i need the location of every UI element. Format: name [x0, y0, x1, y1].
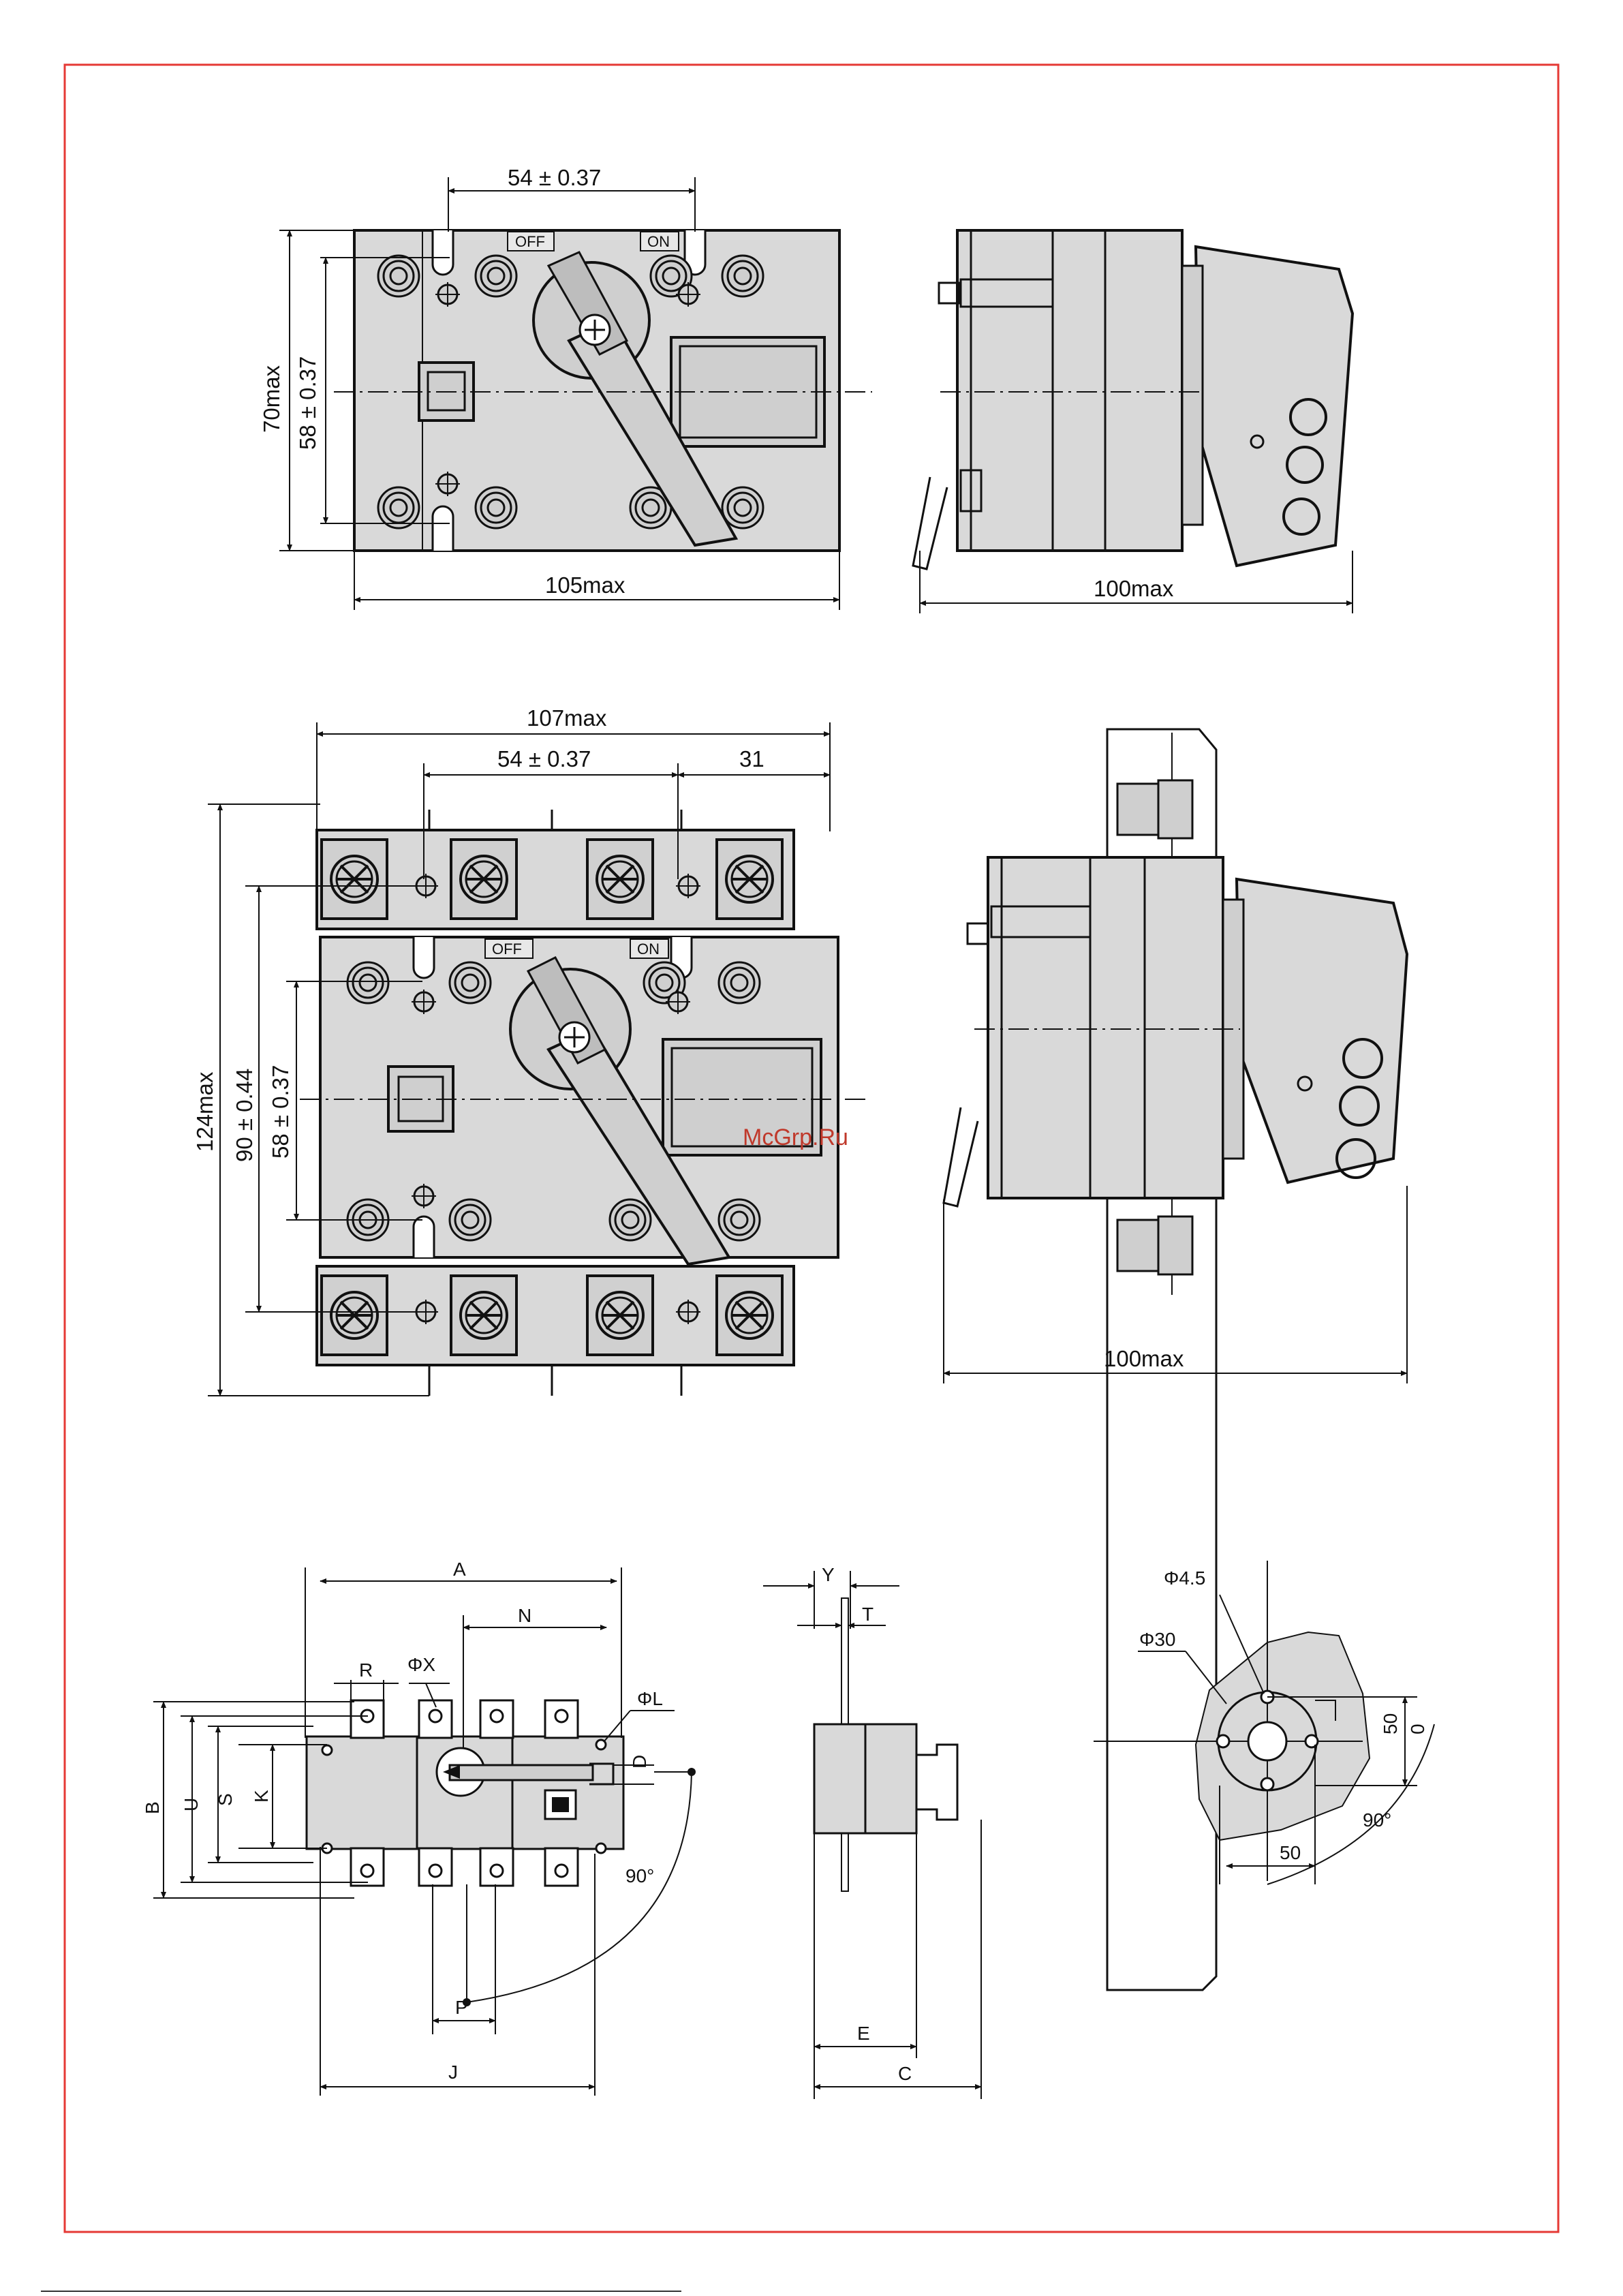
dim-C: C [898, 2063, 912, 2084]
dim-height-max: 70max [259, 365, 284, 433]
dim-boss: Φ30 [1139, 1629, 1175, 1650]
front-view-small: OFF ON [334, 230, 872, 551]
dim-A: A [453, 1559, 466, 1580]
off-label-large: OFF [492, 940, 522, 958]
on-label-large: ON [637, 940, 660, 958]
dim-mount-pitch: 58 ± 0.37 [268, 1065, 293, 1159]
dim-K: K [251, 1790, 272, 1803]
dim-T: T [862, 1604, 874, 1625]
dim-D: D [629, 1755, 650, 1769]
dim-hole: Φ4.5 [1164, 1567, 1205, 1589]
dim-overall-height: 124max [192, 1071, 217, 1152]
dim-height-pitch: 58 ± 0.37 [295, 356, 320, 450]
dim-Y: Y [822, 1564, 835, 1585]
dim-pitch-large: 54 ± 0.37 [497, 746, 591, 771]
dim-X: ΦX [407, 1654, 435, 1675]
dim-h50: 50 [1280, 1842, 1301, 1863]
watermark: McGrp.Ru [743, 1124, 848, 1150]
dim-L: ΦL [637, 1688, 663, 1709]
dim-S: S [215, 1793, 236, 1806]
dim-angle: 90° [625, 1865, 654, 1886]
dim-depth-max: 100max [1094, 576, 1174, 601]
dim-depth-max-large: 100max [1104, 1346, 1184, 1371]
dim-J: J [448, 2062, 458, 2083]
dim-R: R [359, 1659, 373, 1681]
dim-N: N [518, 1605, 531, 1626]
dim-B: B [142, 1801, 163, 1814]
parametric-front-view [307, 1700, 623, 1886]
parametric-side-view [814, 1598, 957, 1891]
front-view-large: OFF ON [300, 810, 869, 1396]
dim-E: E [857, 2023, 870, 2044]
off-label: OFF [515, 233, 545, 250]
dim-overall-width: 107max [527, 705, 607, 731]
dim-angle-cutout: 90° [1363, 1809, 1391, 1831]
side-view-small: 100max [913, 230, 1352, 613]
dim-terminal-pitch: 90 ± 0.44 [232, 1069, 257, 1162]
dim-v0: 0 [1407, 1724, 1428, 1734]
dim-U: U [181, 1798, 202, 1811]
dim-right-offset: 31 [739, 746, 764, 771]
dim-pitch: 54 ± 0.37 [508, 165, 601, 190]
dim-v50: 50 [1380, 1713, 1401, 1734]
dim-width-max: 105max [545, 572, 625, 598]
on-label: ON [647, 233, 670, 250]
dim-P: P [455, 1997, 468, 2018]
